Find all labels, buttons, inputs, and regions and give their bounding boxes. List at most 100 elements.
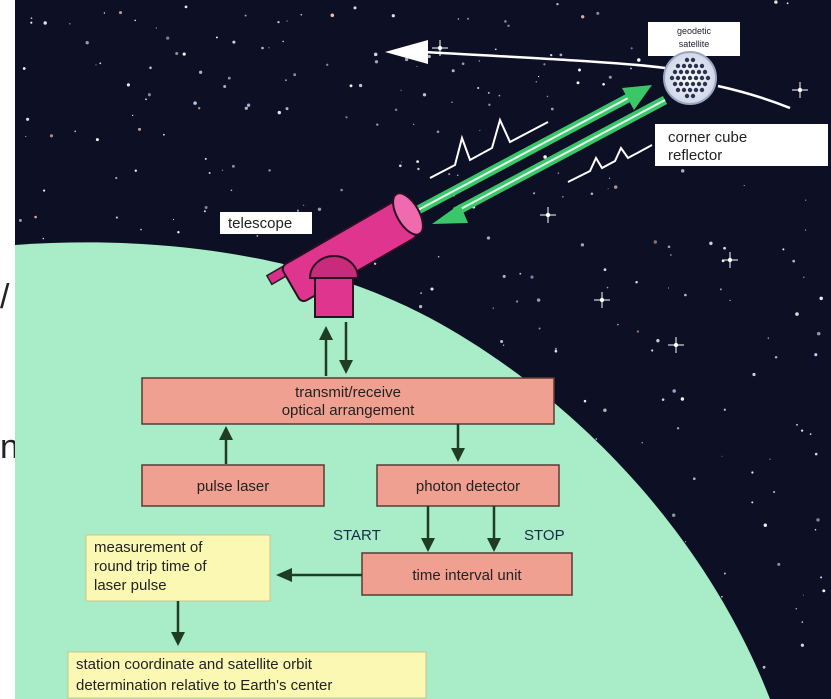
star bbox=[193, 101, 197, 105]
geodetic-satellite-label-box bbox=[648, 22, 740, 56]
stop-label: STOP bbox=[524, 527, 565, 544]
star bbox=[145, 98, 147, 101]
reflector-dot bbox=[699, 87, 705, 93]
star bbox=[603, 408, 607, 413]
arrow-measurement-to-station bbox=[171, 601, 185, 646]
star bbox=[326, 63, 329, 66]
star bbox=[300, 13, 303, 16]
star bbox=[536, 298, 541, 302]
reflector-dot bbox=[702, 69, 708, 75]
star bbox=[18, 218, 22, 222]
star bbox=[317, 207, 322, 212]
star bbox=[651, 349, 654, 352]
star bbox=[723, 572, 726, 575]
orbit-arc-tail bbox=[717, 84, 791, 110]
telescope-icon bbox=[265, 192, 424, 318]
star bbox=[581, 15, 585, 19]
star bbox=[723, 246, 726, 250]
star bbox=[800, 643, 805, 647]
star bbox=[49, 134, 54, 138]
measurement-note-line2: round trip time of bbox=[94, 558, 207, 575]
reflector-dot bbox=[675, 87, 681, 93]
bright-star bbox=[594, 292, 610, 308]
star bbox=[204, 205, 208, 210]
star bbox=[721, 455, 723, 457]
bright-star bbox=[668, 337, 684, 353]
star bbox=[198, 107, 201, 110]
star bbox=[809, 433, 812, 435]
reflector-dot bbox=[669, 75, 675, 81]
star bbox=[554, 349, 558, 353]
star bbox=[546, 95, 549, 98]
star bbox=[74, 130, 77, 133]
returning-laser-beam bbox=[432, 96, 668, 224]
star bbox=[448, 172, 451, 176]
star bbox=[374, 60, 379, 64]
star bbox=[215, 36, 218, 39]
star bbox=[608, 75, 612, 79]
reflector-dot bbox=[684, 57, 690, 63]
outgoing-laser-beam bbox=[415, 85, 652, 214]
star bbox=[635, 281, 638, 284]
star bbox=[293, 73, 297, 77]
star bbox=[743, 184, 745, 187]
star bbox=[661, 398, 665, 401]
star bbox=[437, 255, 440, 258]
star bbox=[502, 344, 505, 346]
star bbox=[373, 262, 377, 265]
star bbox=[630, 47, 633, 50]
star bbox=[227, 76, 231, 80]
star bbox=[590, 192, 594, 196]
bright-star bbox=[792, 82, 808, 98]
star bbox=[461, 62, 465, 66]
start-arrow bbox=[421, 506, 435, 552]
star bbox=[535, 81, 538, 83]
star bbox=[99, 62, 102, 65]
star bbox=[800, 429, 804, 432]
reflector-dot bbox=[684, 69, 690, 75]
star bbox=[85, 41, 89, 45]
star bbox=[494, 48, 497, 51]
star bbox=[134, 19, 136, 22]
star bbox=[709, 241, 713, 246]
star bbox=[277, 110, 281, 115]
orbit-arrow-head bbox=[385, 40, 428, 64]
star bbox=[376, 123, 379, 126]
star bbox=[543, 155, 547, 159]
star bbox=[550, 53, 553, 57]
star bbox=[507, 24, 510, 27]
star bbox=[399, 164, 402, 168]
star bbox=[358, 83, 363, 88]
star bbox=[479, 130, 481, 132]
reflector-dot bbox=[681, 63, 687, 69]
star bbox=[519, 272, 522, 275]
reflector-dot bbox=[681, 87, 687, 93]
reflector-dot bbox=[678, 69, 684, 75]
arrow-optics-to-detector bbox=[451, 424, 465, 462]
star bbox=[773, 490, 776, 494]
measurement-note-line1: measurement of bbox=[94, 539, 203, 556]
star bbox=[223, 84, 227, 89]
star bbox=[302, 204, 305, 206]
star bbox=[296, 209, 300, 212]
star bbox=[172, 219, 175, 221]
reflector-dot bbox=[699, 63, 705, 69]
star bbox=[131, 114, 134, 117]
star bbox=[578, 68, 581, 72]
reflector-dot bbox=[675, 63, 681, 69]
arrow-laser-to-optics bbox=[219, 426, 233, 464]
star bbox=[814, 353, 818, 357]
star bbox=[500, 339, 504, 344]
star bbox=[30, 21, 33, 24]
star bbox=[416, 66, 418, 68]
star bbox=[554, 347, 558, 351]
star bbox=[583, 399, 587, 403]
geodetic-satellite-label-line2: satellite bbox=[679, 39, 710, 49]
star bbox=[774, 356, 778, 359]
star bbox=[277, 20, 280, 24]
telescope-label: telescope bbox=[228, 215, 292, 232]
star bbox=[822, 589, 826, 593]
star bbox=[795, 608, 798, 610]
reflector-dot bbox=[696, 69, 702, 75]
reflector-dot bbox=[696, 81, 702, 87]
